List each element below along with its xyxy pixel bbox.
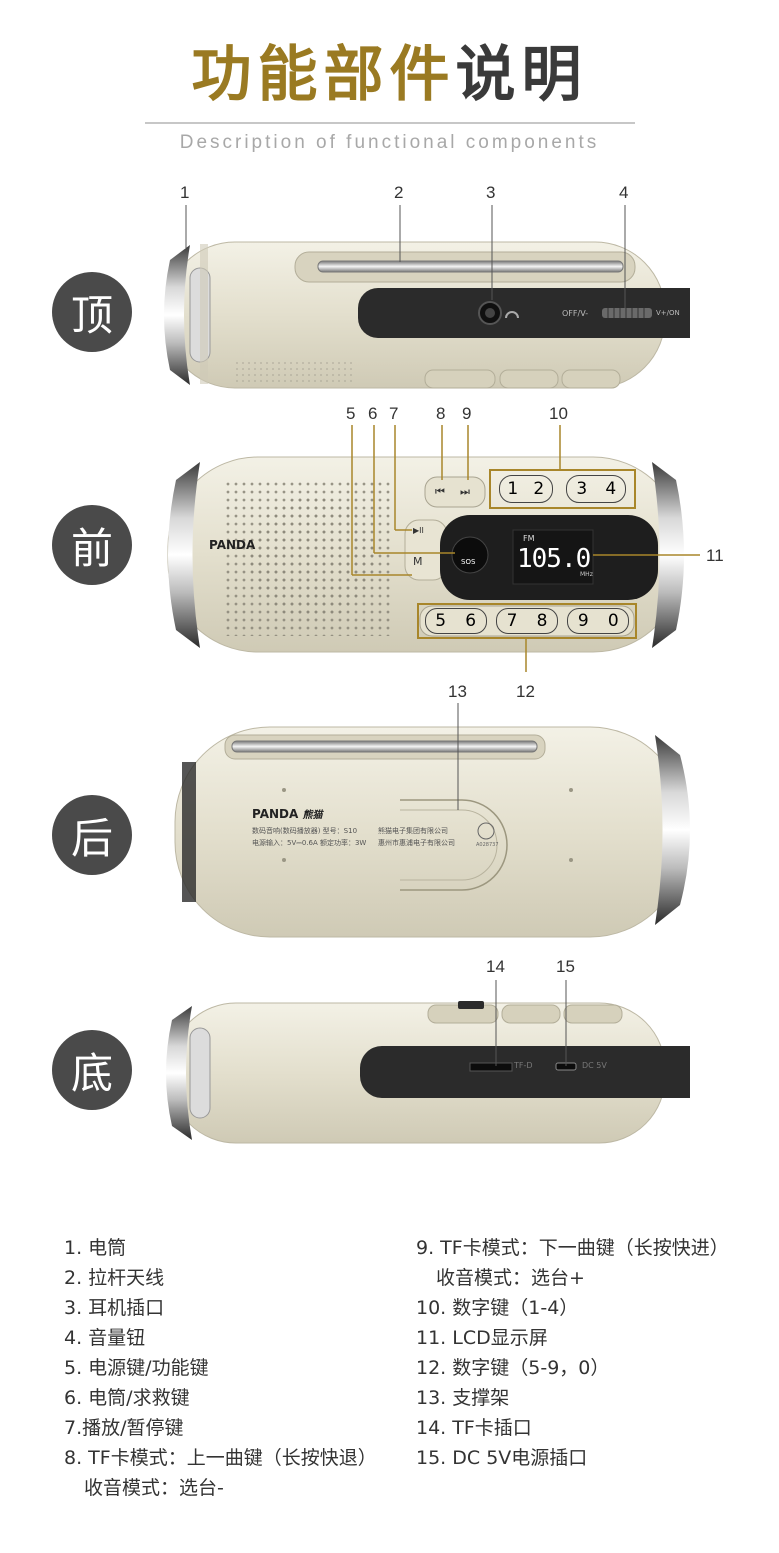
- legend-left: 1. 电筒 2. 拉杆天线 3. 耳机插口 4. 音量钮 5. 电源键/功能键 …: [64, 1233, 377, 1503]
- key-0[interactable]: 0: [607, 611, 619, 631]
- legend-item-14: 14. TF卡插口: [416, 1417, 532, 1439]
- key-6[interactable]: 6: [465, 611, 477, 631]
- callout-1: 1: [180, 183, 190, 202]
- view-label-bottom: 底: [52, 1030, 132, 1110]
- legend-item-15: 15. DC 5V电源插口: [416, 1447, 588, 1469]
- back-company1: 熊猫电子集团有限公司: [378, 827, 448, 835]
- callout-4: 4: [619, 183, 629, 202]
- title-part2: 说明: [455, 40, 588, 110]
- brand-logo-back: PANDA 熊猫: [252, 806, 322, 821]
- key-2[interactable]: 2: [533, 479, 545, 499]
- legend-item-4: 4. 音量钮: [64, 1327, 146, 1349]
- brand-logo-front: PANDA: [209, 538, 256, 552]
- key-7[interactable]: 7: [506, 611, 518, 631]
- legend-item-13: 13. 支撑架: [416, 1387, 510, 1409]
- legend-item-8: 8. TF卡模式：上一曲键（长按快退）: [64, 1447, 377, 1469]
- key-3[interactable]: 3: [576, 479, 588, 499]
- legend-item-5: 5. 电源键/功能键: [64, 1357, 209, 1379]
- legend-item-2: 2. 拉杆天线: [64, 1267, 165, 1289]
- legend-item-3: 3. 耳机插口: [64, 1297, 165, 1319]
- callout-12: 12: [516, 682, 535, 701]
- legend-item-9-sub: 收音模式：选台+: [436, 1267, 585, 1289]
- back-spec-line2: 电源输入：5V⎓0.6A 额定功率：3W: [252, 839, 367, 847]
- callout-14: 14: [486, 957, 505, 976]
- back-company2: 惠州市惠浦电子有限公司: [378, 839, 455, 847]
- lcd-fm: FM: [523, 534, 535, 543]
- callout-13: 13: [448, 682, 467, 701]
- callout-3: 3: [486, 183, 496, 202]
- key-8[interactable]: 8: [536, 611, 548, 631]
- legend-item-12: 12. 数字键（5-9，0）: [416, 1357, 610, 1379]
- callout-9: 9: [462, 404, 472, 423]
- callout-11: 11: [706, 546, 724, 565]
- legend-item-1: 1. 电筒: [64, 1237, 127, 1259]
- callout-7: 7: [389, 404, 399, 423]
- legend-item-7: 7.播放/暂停键: [64, 1417, 184, 1439]
- volume-label-off: OFF/V-: [562, 309, 589, 318]
- key-5[interactable]: 5: [435, 611, 447, 631]
- prev-key: ⏮: [435, 485, 446, 498]
- key-4[interactable]: 4: [605, 479, 617, 499]
- device-back-view: [174, 703, 690, 938]
- callout-15: 15: [556, 957, 575, 976]
- title-divider: [145, 122, 635, 124]
- callout-6: 6: [368, 404, 378, 423]
- callout-5: 5: [346, 404, 356, 423]
- device-top-view: [164, 205, 690, 389]
- device-front-view: [167, 425, 700, 672]
- callout-2: 2: [394, 183, 404, 202]
- title-part1: 功能部件: [191, 40, 456, 110]
- cert-number: A028737: [476, 842, 499, 848]
- callout-8: 8: [436, 404, 446, 423]
- callout-10: 10: [549, 404, 568, 423]
- lcd-frequency: 105.0: [517, 544, 591, 574]
- page-subtitle: Description of functional components: [179, 132, 600, 153]
- volume-label-on: V+/ON: [656, 309, 680, 317]
- legend-item-9: 9. TF卡模式：下一曲键（长按快进）: [416, 1237, 729, 1259]
- brand-name-back: PANDA: [252, 807, 299, 821]
- power-key-label: M: [413, 555, 423, 568]
- view-label-back: 后: [52, 795, 132, 875]
- back-spec-line1: 数码音响(数码播放器) 型号：S10: [252, 827, 358, 835]
- view-label-top: 顶: [52, 272, 132, 352]
- legend-item-10: 10. 数字键（1-4）: [416, 1297, 579, 1319]
- next-key: ⏭: [460, 485, 471, 498]
- page-title: 功能部件说明: [0, 40, 779, 110]
- sos-label: SOS: [461, 558, 476, 566]
- dc-label: DC 5V: [582, 1061, 607, 1070]
- key-9[interactable]: 9: [577, 611, 589, 631]
- key-1[interactable]: 1: [507, 479, 519, 499]
- view-label-front: 前: [52, 505, 132, 585]
- legend-right: 9. TF卡模式：下一曲键（长按快进） 收音模式：选台+ 10. 数字键（1-4…: [416, 1233, 729, 1473]
- tf-label: TF-D: [514, 1061, 533, 1070]
- brand-name-cn: 熊猫: [302, 810, 323, 821]
- legend-item-6: 6. 电筒/求救键: [64, 1387, 190, 1409]
- legend-item-11: 11. LCD显示屏: [416, 1327, 548, 1349]
- play-pause-key: ▶II: [413, 526, 424, 535]
- legend-item-8-sub: 收音模式：选台-: [84, 1477, 224, 1499]
- device-bottom-view: [166, 980, 690, 1144]
- lcd-mhz: MHz: [580, 571, 593, 578]
